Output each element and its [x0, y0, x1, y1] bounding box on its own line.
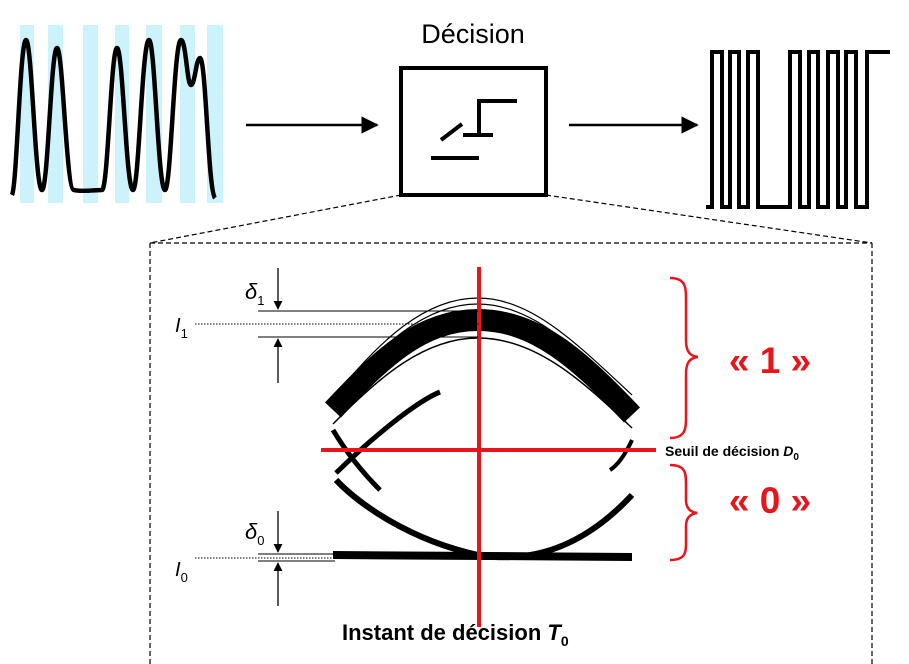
bit-slot [83, 25, 98, 203]
i1-annotation [195, 268, 480, 383]
zoom-box [149, 242, 873, 664]
bit-slot [180, 25, 195, 203]
i1-label: I1 [175, 315, 188, 341]
zero-brace [669, 463, 698, 562]
delta1-label: δ1 [245, 279, 264, 308]
threshold-label: Seuil de décision D0 [665, 443, 799, 463]
analog-waveform [9, 37, 218, 200]
one-brace [669, 276, 699, 440]
instant-label: Instant de décision T0 [342, 620, 569, 649]
i0-label: I0 [175, 559, 188, 585]
one-label: « 1 » [729, 340, 811, 381]
decision-title: Décision [421, 19, 525, 49]
digital-waveform [706, 50, 890, 209]
threshold-icon [431, 99, 517, 160]
zero-label: « 0 » [729, 480, 811, 521]
zoom-line-left [149, 194, 402, 244]
i0-annotation [195, 511, 335, 606]
input-signal [9, 25, 223, 203]
zoom-line-right [545, 194, 873, 244]
decision-block [399, 66, 548, 197]
bit-slot [115, 25, 129, 203]
delta0-label: δ0 [245, 519, 264, 548]
